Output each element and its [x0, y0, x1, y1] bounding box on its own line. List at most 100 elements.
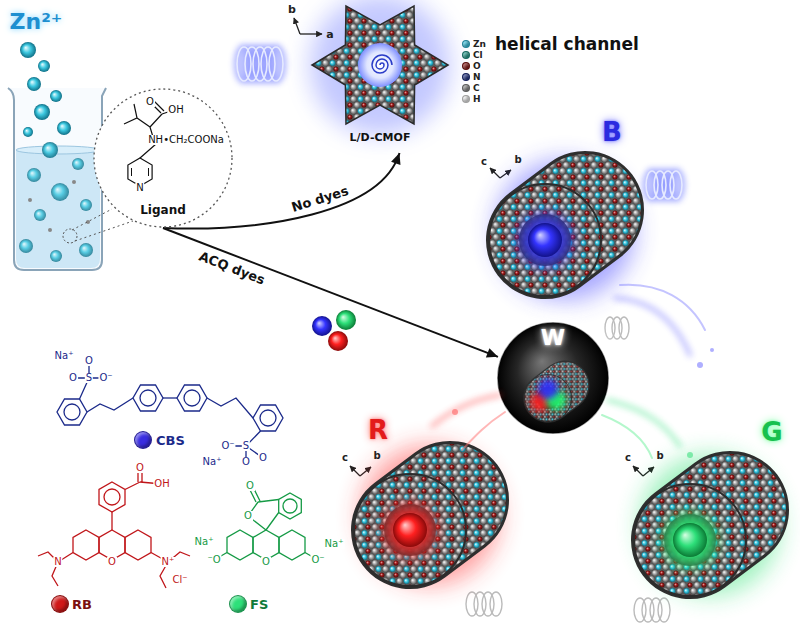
- cbs-structure: [184, 390, 200, 406]
- mof-blue: B: [485, 110, 650, 300]
- arrow-head: [391, 153, 400, 165]
- color-splashes: [620, 285, 705, 330]
- dye-balls: [336, 310, 356, 330]
- legend-swatch: [229, 595, 247, 613]
- node-text: G: [761, 419, 782, 445]
- dye-balls: [328, 331, 348, 351]
- atom-label: O: [68, 373, 78, 383]
- axis-label: b: [655, 451, 664, 461]
- edge-label: No dyes: [288, 183, 352, 214]
- cbs-structure: [57, 399, 87, 425]
- connector: [163, 228, 498, 358]
- rb-structure: [112, 468, 162, 530]
- color-splashes: [697, 362, 703, 368]
- fs-structure: [214, 485, 318, 560]
- cbs-structure: [207, 398, 253, 418]
- helix-glow: [619, 317, 629, 339]
- node-text: Ligand: [140, 204, 186, 216]
- mof-cylinders: [384, 504, 436, 556]
- node-text: B: [602, 119, 622, 145]
- white-sphere: [524, 374, 571, 421]
- axis-arrows: [294, 18, 654, 476]
- color-splashes: [432, 395, 500, 426]
- fs-structure: [283, 499, 297, 513]
- zinc-ion-bubbles: [19, 239, 33, 253]
- axis-label: c: [341, 453, 349, 463]
- atom-label: O: [135, 463, 145, 473]
- legend-text: CBS: [156, 434, 185, 447]
- structure-title: helical channel: [494, 36, 640, 53]
- white-sphere: [491, 316, 615, 440]
- atom-label: O: [258, 453, 268, 463]
- ligand-bubble: Ligand: [93, 88, 233, 228]
- legend-swatch: [462, 40, 470, 48]
- axis-arrows: [360, 467, 371, 476]
- rb-structure: [125, 530, 151, 560]
- legend-swatch: [462, 73, 470, 81]
- atom-label: O⁻: [310, 555, 325, 565]
- ligand-structure: [128, 158, 152, 186]
- rb-structure: [104, 489, 120, 505]
- atom-label: S: [85, 373, 93, 383]
- atom-label: O: [243, 511, 253, 521]
- helix-glow: [490, 592, 502, 616]
- legend-text: O: [473, 62, 481, 71]
- beaker: [48, 228, 52, 232]
- helix-glow: [237, 47, 682, 622]
- helix-glow: [237, 47, 251, 81]
- atom-label: S: [242, 441, 250, 451]
- mof-cylinders: [634, 484, 746, 596]
- atom-label: O: [145, 97, 155, 107]
- connector-line: [163, 228, 498, 357]
- axis-arrows: [490, 168, 500, 178]
- mof-green: G: [630, 410, 795, 605]
- zinc-ion-bubbles: [20, 42, 36, 58]
- atom-label: N: [53, 557, 62, 567]
- helix-glow: [269, 47, 283, 81]
- helix-glow: [670, 171, 682, 199]
- zinc-ion-bubbles: [50, 250, 62, 262]
- rb-structure: [99, 482, 125, 512]
- atom-label: N⁺: [161, 557, 176, 567]
- atom-label: O⁻: [220, 441, 235, 451]
- zinc-ion-bubbles: [57, 121, 71, 135]
- atom-label: N: [135, 183, 144, 193]
- helix-glow: [253, 47, 267, 81]
- atom-label: O: [107, 557, 117, 567]
- color-splashes: [602, 415, 652, 458]
- mof-cylinders: [489, 184, 601, 296]
- helix-glow: [245, 47, 259, 81]
- dye-balls: [312, 316, 332, 336]
- mof-cylinders: [673, 523, 707, 557]
- fs-structure: [279, 530, 305, 560]
- axis-label: b: [372, 451, 381, 461]
- zinc-ion-bubbles: [34, 104, 50, 120]
- legend-swatch: [134, 431, 152, 449]
- ion-label: Zn²⁺: [9, 11, 64, 33]
- zinc-ion-bubbles: [19, 42, 93, 262]
- mof-cylinders: [528, 223, 562, 257]
- helix-glow: [269, 47, 283, 81]
- cmof-crystal: [310, 0, 450, 135]
- cmof-crystal: [310, 0, 450, 135]
- cbs-structure: [253, 405, 283, 431]
- zinc-ion-bubbles: [27, 168, 41, 182]
- legend-text: N: [473, 73, 481, 82]
- axis-arrows: [300, 33, 322, 34]
- beaker: [28, 198, 32, 202]
- cbs-structure: [177, 385, 207, 411]
- atom-label: ⁻O: [206, 555, 221, 565]
- arrow-head: [486, 348, 498, 357]
- zinc-ion-bubbles: [38, 60, 50, 72]
- beaker: [16, 150, 100, 268]
- cbs-structure: [163, 397, 177, 398]
- edge-label: ACQ dyes: [195, 249, 268, 288]
- color-splashes: [462, 412, 505, 450]
- counter-ion: Na⁺: [54, 351, 75, 361]
- atom-label: O: [261, 557, 271, 567]
- axis-arrows: [294, 18, 300, 34]
- mof-cylinders: [519, 214, 571, 266]
- mof-white-sphere: W: [497, 322, 609, 434]
- cbs-structure: [57, 361, 283, 462]
